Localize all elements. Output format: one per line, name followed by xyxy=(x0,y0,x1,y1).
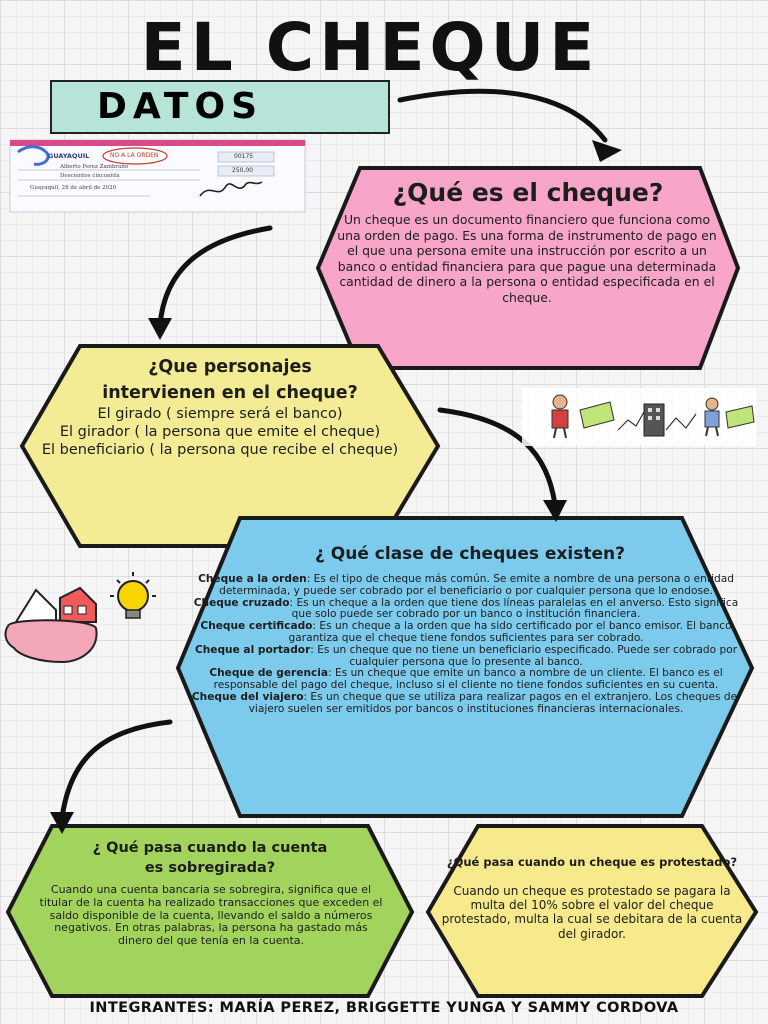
cheque-type-desc: : Es un cheque a la orden que ha sido ce… xyxy=(288,620,732,644)
cheque-type-item: Cheque cruzado: Es un cheque a la orden … xyxy=(190,596,742,622)
section-what-is-cheque-body: Un cheque es un documento financiero que… xyxy=(337,212,717,305)
section-participants-title: ¿Que personajes intervienen en el cheque… xyxy=(40,354,420,406)
cheque-type-name: Cheque del viajero xyxy=(191,690,304,703)
cheque-type-name: Cheque al portador xyxy=(194,643,311,656)
cheque-type-desc: : Es el tipo de cheque más común. Se emi… xyxy=(219,573,734,597)
section-protest-title: ¿Qué pasa cuando un cheque es protestado… xyxy=(446,855,738,869)
people-exchange-icon xyxy=(522,388,756,446)
section-overdraft-body: Cuando una cuenta bancaria se sobregira,… xyxy=(39,883,383,948)
cheque-type-item: Cheque del viajero: Es un cheque que se … xyxy=(190,690,742,716)
cheque-amount-words: Doscientos cincuenta xyxy=(60,173,120,179)
cheque-image xyxy=(9,139,306,213)
cheque-payee: Alberto Perez Zambrano xyxy=(60,164,129,170)
bank-house-icon xyxy=(4,586,98,664)
arrow-icon xyxy=(157,225,273,328)
hexagon-overdraft xyxy=(5,824,415,998)
datos-label: DATOS xyxy=(96,86,264,127)
datos-banner xyxy=(50,80,390,134)
arrow-icon xyxy=(397,88,608,143)
hexagon-protest xyxy=(425,824,759,998)
lightbulb-icon xyxy=(110,572,156,619)
cheque-stamp: NO A LA ORDEN xyxy=(110,152,159,159)
cheque-place-date: Guayaquil, 28 de abril de 2020 xyxy=(30,185,117,191)
cheque-type-item: Cheque certificado: Es un cheque a la or… xyxy=(190,620,742,645)
page-title: EL CHEQUE xyxy=(140,9,600,86)
section-participants-title-line1: ¿Que personajes xyxy=(148,357,312,377)
cheque-bank-name: GUAYAQUIL xyxy=(48,152,90,160)
cheque-number: 00175 xyxy=(234,153,254,160)
section-overdraft-title-line1: ¿ Qué pasa cuando la cuenta xyxy=(92,840,328,856)
section-overdraft-title-line2: es sobregirada? xyxy=(144,860,276,876)
participant-item: El girador ( la persona que emite el che… xyxy=(59,424,381,440)
cheque-type-desc: : Es un cheque que no tiene un beneficia… xyxy=(310,643,738,668)
cheque-type-name: Cheque cruzado xyxy=(193,596,290,609)
section-participants-title-line2: intervienen en el cheque? xyxy=(102,383,358,403)
cheque-type-item: Cheque de gerencia: Es un cheque que emi… xyxy=(190,667,742,692)
participant-item: El girado ( siempre será el banco) xyxy=(97,406,343,422)
signature-icon xyxy=(199,181,263,197)
section-cheque-types-title: ¿ Qué clase de cheques existen? xyxy=(315,544,625,564)
cheque-type-name: Cheque a la orden xyxy=(198,573,307,585)
participant-item: El beneficiario ( la persona que recibe … xyxy=(41,442,399,458)
cheque-type-name: Cheque certificado xyxy=(200,620,313,633)
cheque-amount: 250,00 xyxy=(232,167,253,174)
section-what-is-cheque-title: ¿Qué es el cheque? xyxy=(392,178,664,207)
cheque-type-item: Cheque al portador: Es un cheque que no … xyxy=(190,643,742,669)
cheque-types-list: Cheque a la orden: Es el tipo de cheque … xyxy=(190,573,742,716)
hexagon-cheque-types xyxy=(175,516,755,818)
cheque-type-name: Cheque de gerencia xyxy=(209,667,329,680)
members-footer: INTEGRANTES: MARÍA PEREZ, BRIGGETTE YUNG… xyxy=(89,1000,679,1016)
cheque-type-desc: : Es un cheque a la orden que tiene dos … xyxy=(289,596,739,621)
section-overdraft-title: ¿ Qué pasa cuando la cuenta es sobregira… xyxy=(28,838,392,878)
cheque-type-desc: : Es un cheque que emite un banco a nomb… xyxy=(213,667,723,692)
arrow-icon xyxy=(59,719,173,821)
section-protest-body: Cuando un cheque es protestado se pagara… xyxy=(441,884,743,941)
cheque-type-desc: : Es un cheque que se utiliza para reali… xyxy=(248,690,741,715)
participants-list: El girado ( siempre será el banco) El gi… xyxy=(40,405,400,459)
cheque-type-item: Cheque a la orden: Es el tipo de cheque … xyxy=(190,573,742,598)
hexagon-what-is-cheque xyxy=(315,166,741,370)
